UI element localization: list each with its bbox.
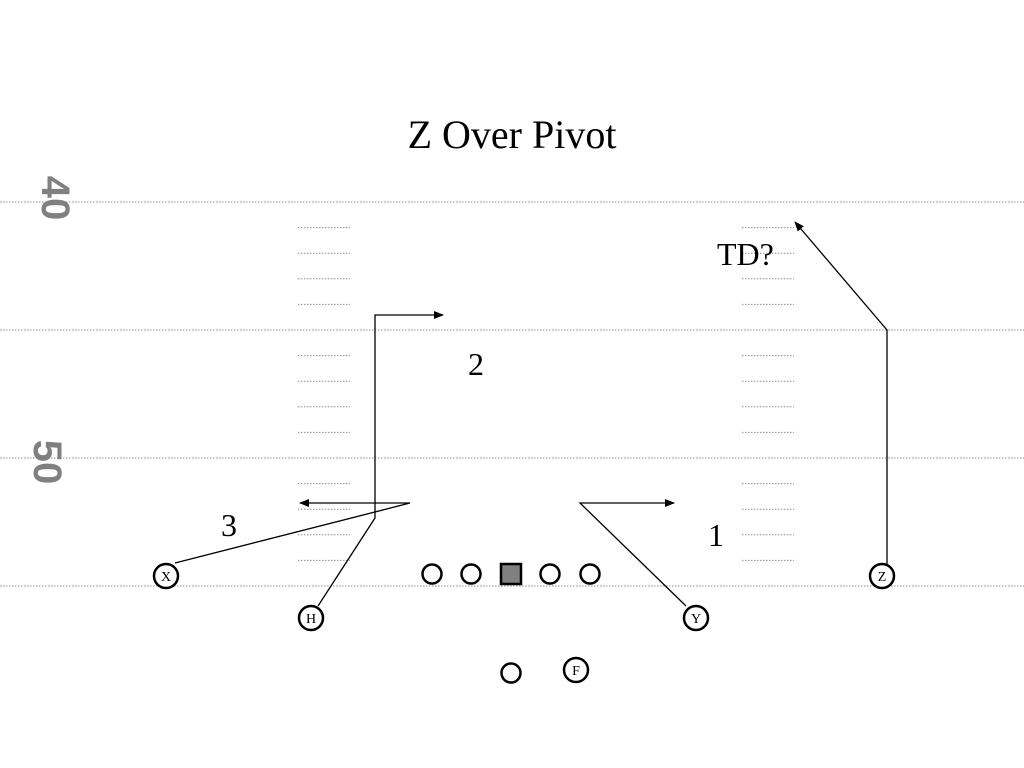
left-guard	[460, 563, 482, 585]
player-x-marker	[152, 562, 180, 590]
player-h-label: H	[306, 612, 316, 627]
left-tackle	[421, 563, 443, 585]
routes	[174, 221, 888, 607]
hash-marks-right	[742, 227, 794, 561]
route-label-2: 2	[468, 346, 484, 382]
player-y: Y	[682, 604, 710, 632]
player-f: F	[562, 656, 590, 684]
x-route	[174, 499, 411, 564]
center	[499, 562, 523, 586]
player-h-marker	[297, 604, 325, 632]
z-route	[794, 221, 888, 565]
h-route	[317, 311, 444, 607]
route-label-3: 3	[221, 507, 237, 543]
right-tackle	[579, 563, 601, 585]
right-guard	[539, 563, 561, 585]
quarterback	[500, 662, 522, 684]
player-y-label: Y	[691, 612, 701, 627]
play-title: Z Over Pivot	[408, 112, 617, 157]
yard-number-50: 50	[25, 440, 69, 485]
route-label-td: TD?	[717, 236, 774, 272]
player-z: Z	[868, 562, 896, 590]
player-z-marker	[868, 562, 896, 590]
offensive-line	[421, 562, 601, 586]
route-label-1: 1	[708, 517, 724, 553]
player-x-label: X	[161, 570, 171, 585]
player-y-marker	[682, 604, 710, 632]
hash-marks-left	[298, 227, 350, 561]
player-f-label: F	[572, 664, 580, 679]
player-z-label: Z	[878, 570, 887, 585]
player-f-marker	[562, 656, 590, 684]
yard-lines	[0, 201, 1024, 587]
player-h: H	[297, 604, 325, 632]
player-x: X	[152, 562, 180, 590]
y-route	[578, 499, 687, 607]
yard-number-40: 40	[33, 176, 77, 221]
